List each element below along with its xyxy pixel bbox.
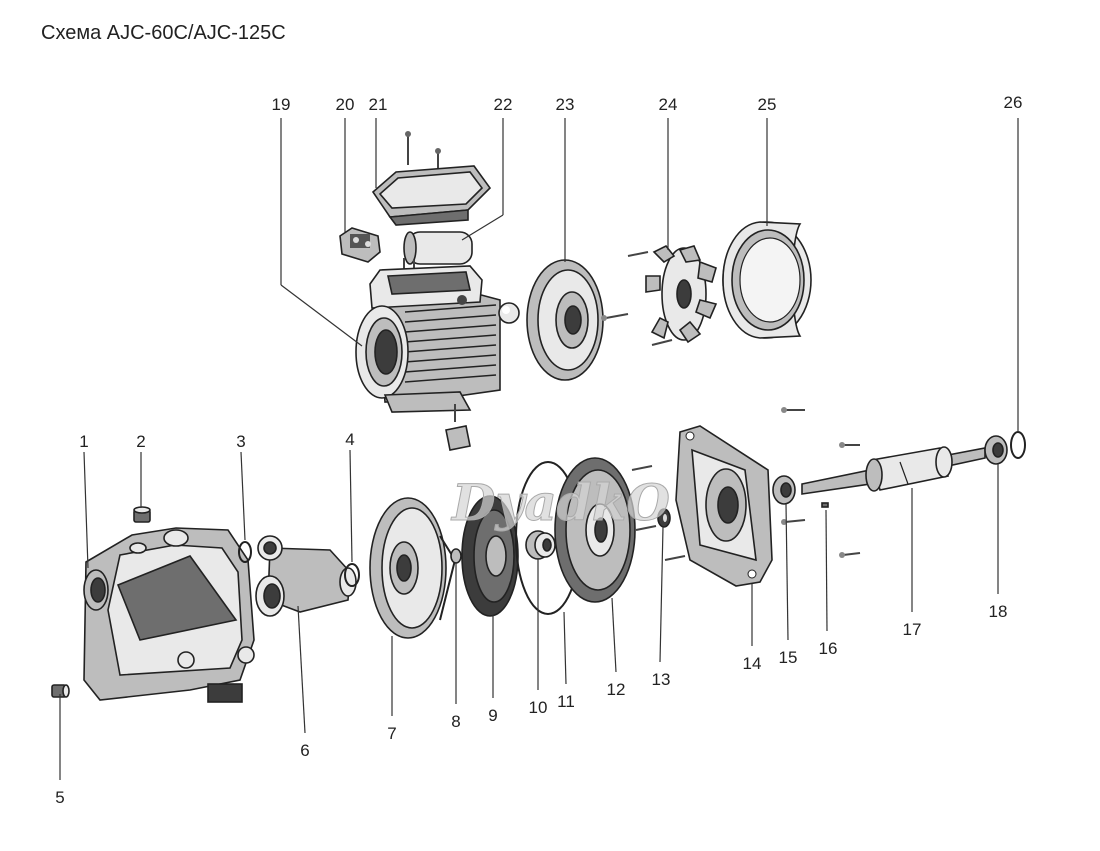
leader-lines — [59, 118, 1019, 780]
part-end-shield — [526, 259, 629, 381]
callout-5: 5 — [55, 788, 64, 807]
part-bracket-screws — [781, 407, 861, 558]
part-front-bearing — [772, 475, 796, 505]
part-shaft-key — [821, 502, 829, 508]
callout-11: 11 — [557, 692, 575, 711]
part-motor-housing — [355, 265, 520, 451]
callout-15: 15 — [779, 648, 798, 667]
callout-24: 24 — [659, 95, 678, 114]
part-capacitor — [403, 231, 473, 272]
part-o-ring-4 — [344, 563, 360, 587]
callout-22: 22 — [494, 95, 513, 114]
part-fan-cover — [722, 221, 812, 339]
callout-19: 19 — [272, 95, 291, 114]
callout-9: 9 — [488, 706, 497, 725]
part-mechanical-seal — [525, 530, 556, 560]
callout-25: 25 — [758, 95, 777, 114]
part-pump-housing — [83, 527, 255, 703]
part-o-ring-3 — [238, 541, 252, 563]
part-rear-bearing — [984, 435, 1008, 465]
watermark: DyadkO — [450, 473, 670, 532]
part-pump-cover-plate — [554, 457, 636, 603]
part-seal-washer — [631, 465, 686, 561]
callout-7: 7 — [387, 724, 396, 743]
part-impeller — [461, 495, 519, 617]
callout-23: 23 — [556, 95, 575, 114]
callout-20: 20 — [336, 95, 355, 114]
callout-numbers: 1 2 3 4 5 6 7 8 9 10 11 12 13 14 15 16 1… — [55, 93, 1022, 807]
part-priming-plug — [133, 506, 151, 523]
callout-18: 18 — [989, 602, 1008, 621]
part-terminal-box-cover — [371, 131, 492, 226]
callout-17: 17 — [903, 620, 922, 639]
part-drain-plug — [51, 684, 70, 698]
callout-1: 1 — [79, 432, 88, 451]
callout-2: 2 — [136, 432, 145, 451]
part-cooling-fan — [627, 244, 718, 346]
callout-6: 6 — [300, 741, 309, 760]
part-ejector — [255, 535, 357, 617]
part-spring-ring — [1010, 431, 1026, 459]
diagram-title: Схема AJC-60C/AJC-125C — [41, 22, 286, 44]
callout-10: 10 — [529, 698, 548, 717]
callout-3: 3 — [236, 432, 245, 451]
callout-26: 26 — [1004, 93, 1023, 112]
callout-13: 13 — [652, 670, 671, 689]
part-impeller-nut — [450, 548, 462, 564]
part-rotor-shaft — [801, 446, 986, 495]
callout-21: 21 — [369, 95, 388, 114]
callout-4: 4 — [345, 430, 354, 449]
part-diffuser — [369, 497, 457, 639]
callout-12: 12 — [607, 680, 626, 699]
callout-8: 8 — [451, 712, 460, 731]
part-motor-bracket — [675, 425, 773, 587]
callout-14: 14 — [743, 654, 762, 673]
part-terminal-block — [339, 227, 381, 263]
callout-16: 16 — [819, 639, 838, 658]
